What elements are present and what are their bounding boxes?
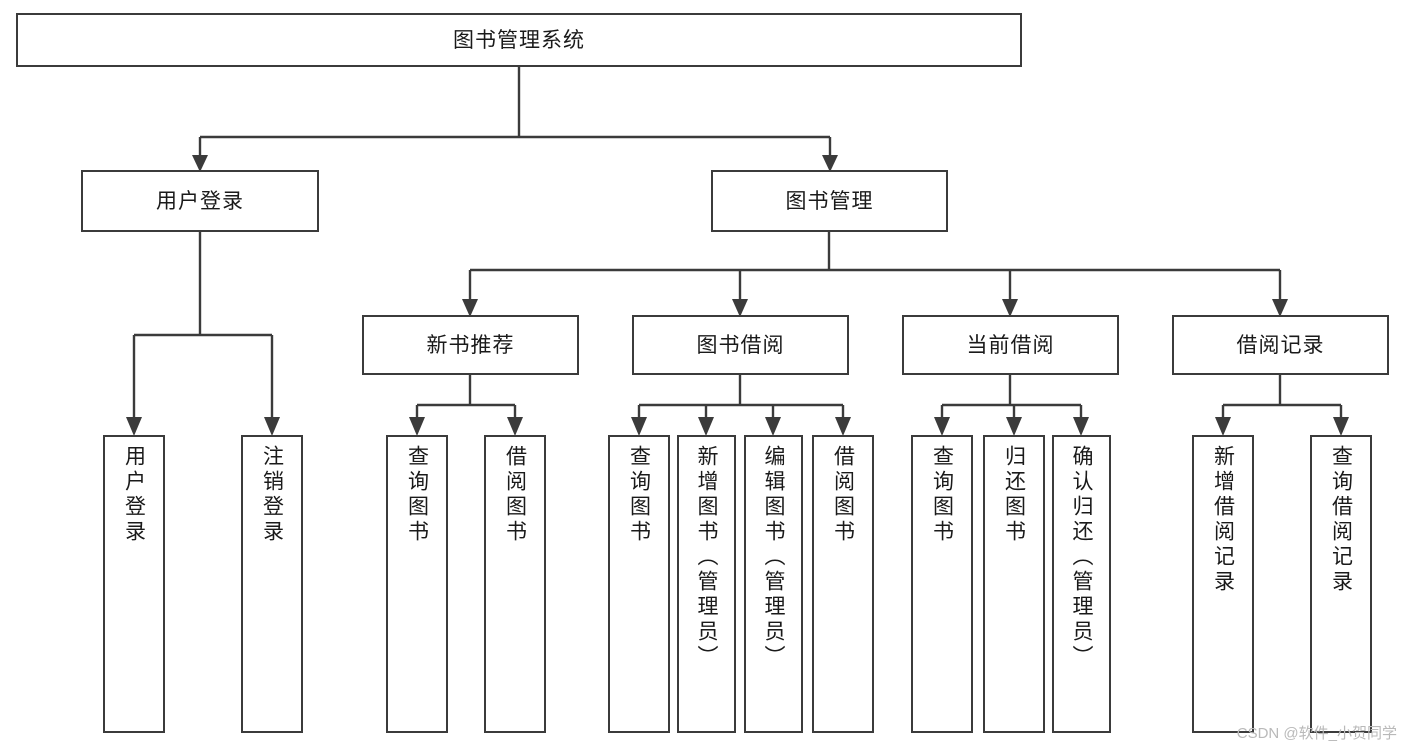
node-user-login-label: 用户登录 bbox=[156, 189, 244, 213]
leaf-edit-book[interactable]: 编辑图书（管理员） bbox=[744, 435, 803, 733]
node-current-borrow[interactable]: 当前借阅 bbox=[902, 315, 1119, 375]
node-borrow-record[interactable]: 借阅记录 bbox=[1172, 315, 1389, 375]
node-book-borrow-label: 图书借阅 bbox=[696, 333, 785, 357]
leaf-borrow-book-borrow[interactable]: 借阅图书 bbox=[812, 435, 874, 733]
leaf-confirm-return[interactable]: 确认归还（管理员） bbox=[1052, 435, 1111, 733]
leaf-query-book-current-label: 查询图书 bbox=[930, 445, 954, 545]
node-borrow-record-label: 借阅记录 bbox=[1236, 333, 1325, 357]
leaf-query-borrow-record[interactable]: 查询借阅记录 bbox=[1310, 435, 1372, 733]
leaf-user-login[interactable]: 用户登录 bbox=[103, 435, 165, 733]
node-user-login[interactable]: 用户登录 bbox=[81, 170, 319, 232]
leaf-query-book-borrow[interactable]: 查询图书 bbox=[608, 435, 670, 733]
leaf-edit-book-label: 编辑图书（管理员） bbox=[762, 445, 785, 670]
leaf-add-borrow-record-label: 新增借阅记录 bbox=[1211, 445, 1235, 595]
node-book-manage[interactable]: 图书管理 bbox=[711, 170, 948, 232]
node-current-borrow-label: 当前借阅 bbox=[966, 333, 1055, 357]
leaf-borrow-book-recommend[interactable]: 借阅图书 bbox=[484, 435, 546, 733]
leaf-query-book-recommend-label: 查询图书 bbox=[405, 445, 429, 545]
node-new-book-recommend[interactable]: 新书推荐 bbox=[362, 315, 579, 375]
leaf-return-book[interactable]: 归还图书 bbox=[983, 435, 1045, 733]
leaf-user-logout-label: 注销登录 bbox=[260, 445, 284, 545]
node-book-manage-label: 图书管理 bbox=[785, 189, 874, 213]
leaf-confirm-return-label: 确认归还（管理员） bbox=[1070, 445, 1093, 670]
leaf-query-borrow-record-label: 查询借阅记录 bbox=[1329, 445, 1353, 595]
leaf-query-book-current[interactable]: 查询图书 bbox=[911, 435, 973, 733]
leaf-query-book-recommend[interactable]: 查询图书 bbox=[386, 435, 448, 733]
leaf-return-book-label: 归还图书 bbox=[1002, 445, 1026, 545]
node-root[interactable]: 图书管理系统 bbox=[16, 13, 1022, 67]
leaf-query-book-borrow-label: 查询图书 bbox=[627, 445, 651, 545]
node-book-borrow[interactable]: 图书借阅 bbox=[632, 315, 849, 375]
leaf-borrow-book-recommend-label: 借阅图书 bbox=[503, 445, 527, 545]
leaf-add-borrow-record[interactable]: 新增借阅记录 bbox=[1192, 435, 1254, 733]
csdn-watermark: CSDN @软件_小贺同学 bbox=[1236, 725, 1397, 742]
leaf-user-login-label: 用户登录 bbox=[122, 445, 146, 545]
leaf-add-book-label: 新增图书（管理员） bbox=[695, 445, 718, 670]
node-new-book-recommend-label: 新书推荐 bbox=[426, 333, 515, 357]
leaf-user-logout[interactable]: 注销登录 bbox=[241, 435, 303, 733]
node-root-label: 图书管理系统 bbox=[453, 28, 585, 52]
leaf-add-book[interactable]: 新增图书（管理员） bbox=[677, 435, 736, 733]
leaf-borrow-book-borrow-label: 借阅图书 bbox=[831, 445, 855, 545]
